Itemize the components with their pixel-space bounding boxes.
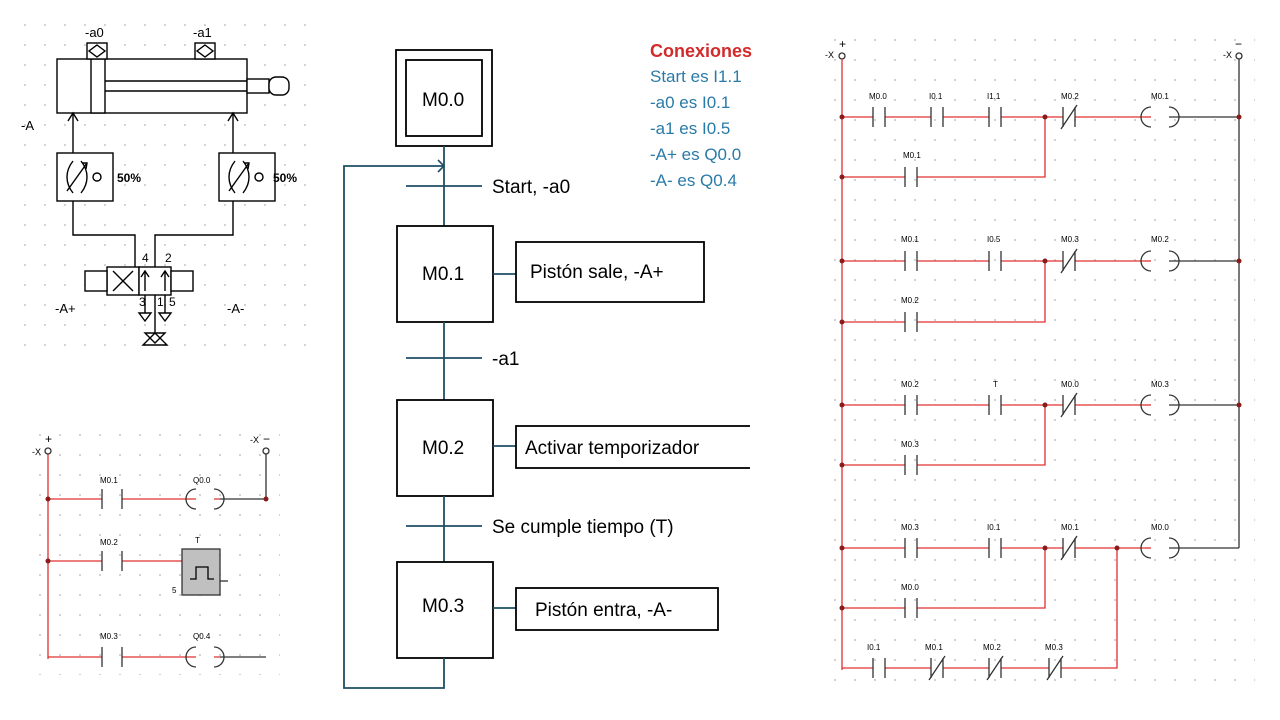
coil-label: Q0.0	[193, 476, 211, 485]
contact-label: M0.0	[869, 92, 887, 101]
transition-label-3: Se cumple tiempo (T)	[492, 517, 674, 538]
minus-label: −	[263, 432, 270, 446]
sensor-a0-icon	[86, 42, 108, 60]
step-m02	[396, 399, 494, 497]
contact-label: M0.2	[983, 643, 1001, 652]
connections-panel: Conexiones Start es I1.1 -a0 es I0.1 -a1…	[650, 38, 752, 194]
connection-item: -A+ es Q0.0	[650, 145, 742, 164]
contact-label: M0.1	[100, 476, 118, 485]
contact-label: M0.2	[901, 296, 919, 305]
action-label-2: Activar temporizador	[525, 438, 700, 459]
sensor-a1-icon	[194, 42, 216, 60]
contact-label: M0.3	[1045, 643, 1063, 652]
action-box-3	[515, 587, 719, 631]
coil-label: Q0.4	[193, 632, 211, 641]
sensor-a0-label: -a0	[85, 25, 104, 40]
contact-label: M0.2	[100, 538, 118, 547]
action-label-1: Pistón sale, -A+	[530, 262, 664, 283]
port-1-label: 1	[157, 295, 164, 309]
flow-right-label: 50%	[273, 171, 297, 185]
rail-left-label: -X	[825, 50, 834, 60]
output-ladder-panel: + − -X -X M0.1 Q0.0 M0.2 T 5 M0.3 Q0.4	[30, 425, 280, 675]
contact-label: I1.1	[987, 92, 1001, 101]
pneumatic-panel: -a0 -a1 -A 50% 50% 4 2 3 1 5 -A+ -A-	[15, 15, 320, 360]
contact-label: M0.1	[903, 151, 921, 160]
coil-left-label: -A+	[55, 301, 76, 316]
flow-left-label: 50%	[117, 171, 141, 185]
step-label-0: M0.0	[422, 90, 464, 111]
coil-label: M0.2	[1151, 235, 1169, 244]
contact-label: M0.1	[1061, 523, 1079, 532]
coil-label: M0.3	[1151, 380, 1169, 389]
pneumatic-diagram: -a0 -a1 -A 50% 50% 4 2 3 1 5 -A+ -A-	[21, 25, 297, 346]
cylinder-body	[56, 58, 248, 114]
contact-label: I0.1	[987, 523, 1001, 532]
rail-right-label: -X	[250, 435, 259, 445]
step-m03	[396, 561, 494, 659]
step-label-1: M0.1	[422, 264, 464, 285]
coil-label: M0.0	[1151, 523, 1169, 532]
timer-preset-label: 5	[172, 586, 177, 595]
connection-item: -A- es Q0.4	[650, 171, 737, 190]
transition-label-1: Start, -a0	[492, 177, 570, 198]
connection-item: -a1 es I0.5	[650, 119, 731, 138]
grafcet-diagram: M0.0 M0.1 M0.2 M0.3 Start, -a0 -a1 Se cu…	[343, 49, 750, 689]
rod-tip	[268, 76, 290, 96]
port-4-label: 4	[142, 251, 149, 265]
contact-label: M0.3	[100, 632, 118, 641]
contact-label: M0.3	[901, 523, 919, 532]
rail-right-label: -X	[1223, 50, 1232, 60]
contact-label: M0.3	[1061, 235, 1079, 244]
connections-title: Conexiones	[650, 41, 753, 61]
port-3-label: 3	[139, 295, 146, 309]
action-box-1	[515, 241, 705, 303]
contact-label: M0.0	[1061, 380, 1079, 389]
contact-label: I0.1	[867, 643, 881, 652]
connection-item: Start es I1.1	[650, 67, 742, 86]
flow-valve-left-icon	[56, 152, 114, 202]
coil-label: M0.1	[1151, 92, 1169, 101]
contact-label: T	[993, 380, 998, 389]
main-ladder-panel: + − -X -X M0.0 I0.1 I1.1 M0.2 M0.1 M0.1 …	[825, 30, 1255, 685]
step-label-3: M0.3	[422, 596, 464, 617]
output-ladder-diagram: + − -X -X M0.1 Q0.0 M0.2 T 5 M0.3 Q0.4	[32, 432, 270, 668]
main-ladder-diagram: + − -X -X M0.0 I0.1 I1.1 M0.2 M0.1 M0.1 …	[825, 37, 1243, 681]
contact-label: M0.2	[901, 380, 919, 389]
flow-valve-right-icon	[218, 152, 276, 202]
connection-item: -a0 es I0.1	[650, 93, 731, 112]
rod-end	[246, 78, 270, 94]
sensor-a1-label: -a1	[193, 25, 212, 40]
supply-icon	[143, 332, 167, 344]
coil-right-label: -A-	[227, 301, 244, 316]
plus-label: +	[839, 37, 846, 51]
rail-left-label: -X	[32, 447, 41, 457]
contact-label: M0.1	[901, 235, 919, 244]
minus-label: −	[1235, 37, 1242, 51]
port-5-label: 5	[169, 295, 176, 309]
initial-step-inner	[405, 59, 483, 137]
step-label-2: M0.2	[422, 438, 464, 459]
cylinder-label: -A	[21, 118, 34, 133]
contact-label: M0.3	[901, 440, 919, 449]
contact-label: M0.1	[925, 643, 943, 652]
plus-label: +	[45, 432, 52, 446]
contact-label: I0.1	[929, 92, 943, 101]
contact-label: M0.2	[1061, 92, 1079, 101]
contact-label: I0.5	[987, 235, 1001, 244]
action-label-3: Pistón entra, -A-	[535, 600, 672, 621]
transition-label-2: -a1	[492, 349, 519, 370]
timer-label: T	[195, 536, 200, 545]
port-2-label: 2	[165, 251, 172, 265]
contact-label: M0.0	[901, 583, 919, 592]
piston	[90, 58, 106, 114]
